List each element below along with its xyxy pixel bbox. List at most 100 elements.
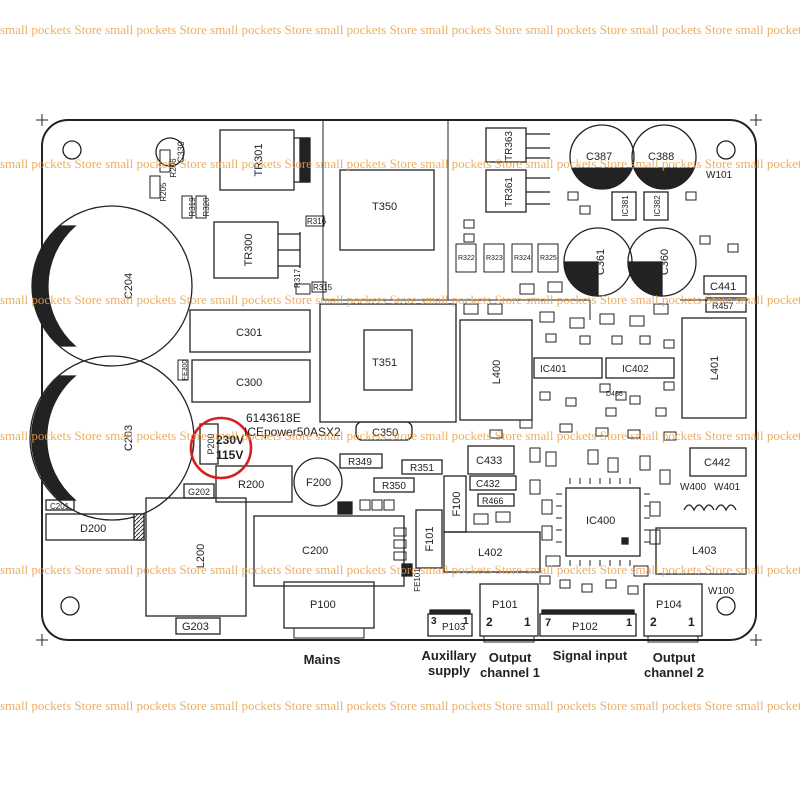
label-voltage-high: 230V bbox=[216, 433, 244, 447]
capacitor-c360 bbox=[627, 227, 697, 297]
label-c203: C203 bbox=[123, 425, 135, 451]
label-g202: G202 bbox=[188, 487, 210, 497]
watermark-row: small pockets Store small pockets Store … bbox=[0, 698, 800, 713]
ic-ic381 bbox=[611, 191, 637, 221]
label-aux-line2: supply bbox=[428, 663, 470, 678]
watermark-row: small pockets Store small pockets Store … bbox=[0, 428, 800, 443]
label-p100: P100 bbox=[310, 599, 336, 611]
label-out2-line2: channel 2 bbox=[644, 665, 704, 680]
label-ic401: IC401 bbox=[540, 364, 567, 375]
label-f200: F200 bbox=[306, 477, 331, 489]
label-ic382: IC382 bbox=[653, 195, 662, 217]
pin-p104-left: 2 bbox=[650, 615, 657, 629]
label-fe101: FE101 bbox=[413, 568, 422, 592]
label-c301: C301 bbox=[236, 327, 262, 339]
pin-p102-right: 1 bbox=[626, 617, 632, 629]
label-l400: L400 bbox=[491, 360, 503, 384]
transistor-tr301 bbox=[219, 129, 311, 191]
connector-p101 bbox=[479, 583, 539, 637]
label-r206: R206 bbox=[169, 158, 178, 178]
resistor-r349 bbox=[339, 453, 383, 469]
label-c201: C201 bbox=[50, 502, 70, 511]
diode-bar bbox=[337, 501, 353, 515]
label-r457: R457 bbox=[712, 301, 734, 311]
label-r319: R319 bbox=[188, 197, 197, 217]
transistor-tr361 bbox=[485, 169, 550, 213]
label-output-channel-1: Output channel 1 bbox=[472, 650, 548, 680]
watermark-row: small pockets Store small pockets Store … bbox=[0, 22, 800, 37]
label-r324: R324 bbox=[514, 255, 531, 262]
label-aux-line1: Auxillary bbox=[421, 648, 477, 663]
resistor-r466 bbox=[477, 493, 515, 507]
resistor-r200 bbox=[215, 465, 293, 503]
pin-p103-left: 3 bbox=[431, 616, 437, 627]
label-c360: C360 bbox=[659, 249, 671, 275]
corner-marks bbox=[36, 114, 762, 646]
label-ic402: IC402 bbox=[622, 364, 649, 375]
label-r323: R323 bbox=[486, 255, 503, 262]
ic-ic402 bbox=[605, 357, 675, 379]
capacitor-c433 bbox=[467, 445, 515, 475]
label-c388: C388 bbox=[648, 151, 674, 163]
label-g203: G203 bbox=[182, 621, 209, 633]
board-sections bbox=[322, 120, 748, 320]
resistor-r457 bbox=[705, 297, 747, 313]
connector-p100-body bbox=[283, 581, 375, 629]
inductor-l402 bbox=[443, 531, 541, 573]
capacitor-c350 bbox=[355, 421, 413, 441]
watermark-row: small pockets Store small pockets Store … bbox=[0, 156, 800, 171]
label-r316: R316 bbox=[307, 217, 327, 226]
label-t350: T350 bbox=[372, 201, 397, 213]
part-fe101 bbox=[401, 563, 413, 577]
label-output-channel-2: Output channel 2 bbox=[636, 650, 712, 680]
transistor-tr300 bbox=[213, 221, 301, 279]
label-c204: C204 bbox=[123, 273, 135, 299]
part-p200 bbox=[199, 423, 219, 465]
label-w100: W100 bbox=[708, 586, 735, 597]
label-f101: F101 bbox=[424, 526, 436, 551]
watermark-row: small pockets Store small pockets Store … bbox=[0, 562, 800, 577]
label-r317: R317 bbox=[293, 268, 302, 288]
label-p104: P104 bbox=[656, 599, 682, 611]
label-c300: C300 bbox=[236, 377, 262, 389]
label-out1-line1: Output bbox=[488, 650, 532, 665]
label-c432: C432 bbox=[476, 479, 500, 490]
coils-w400-w401 bbox=[683, 504, 737, 512]
label-mains: Mains bbox=[303, 652, 341, 667]
pin-p104-right: 1 bbox=[688, 615, 695, 629]
capacitor-c300 bbox=[191, 359, 311, 403]
label-voltage-low: 115V bbox=[216, 448, 243, 462]
label-out2-line1: Output bbox=[652, 650, 696, 665]
resistor-r350 bbox=[373, 477, 415, 493]
transformer-t350 bbox=[339, 169, 435, 251]
connector-p104 bbox=[643, 583, 703, 637]
label-p200: P200 bbox=[206, 433, 216, 454]
watermark-row: small pockets Store small pockets Store … bbox=[0, 292, 800, 307]
label-d200: D200 bbox=[80, 523, 106, 535]
label-r322: R322 bbox=[458, 255, 475, 262]
label-auxiliary-supply: Auxillary supply bbox=[414, 648, 484, 678]
label-p101: P101 bbox=[492, 599, 518, 611]
part-g202 bbox=[183, 483, 215, 499]
mounting-holes bbox=[60, 140, 736, 616]
inductor-l403 bbox=[655, 527, 747, 575]
label-l401: L401 bbox=[709, 356, 721, 380]
label-f100: F100 bbox=[451, 491, 463, 516]
capacitor-c442 bbox=[689, 447, 747, 477]
label-r349: R349 bbox=[348, 457, 372, 468]
part-c201 bbox=[45, 499, 75, 511]
capacitor-c441 bbox=[703, 275, 747, 295]
label-c200: C200 bbox=[302, 545, 328, 557]
label-p103: P103 bbox=[442, 622, 466, 633]
inductor-l400 bbox=[459, 319, 533, 421]
smd-components bbox=[149, 149, 739, 595]
part-g203 bbox=[175, 617, 221, 635]
label-part-number: 6143618E bbox=[246, 411, 301, 425]
capacitor-c388 bbox=[631, 124, 697, 190]
fuse-f101 bbox=[415, 509, 443, 569]
label-c441: C441 bbox=[710, 281, 736, 293]
capacitor-c387 bbox=[569, 124, 635, 190]
capacitor-c200 bbox=[253, 515, 405, 587]
label-r350: R350 bbox=[382, 481, 406, 492]
